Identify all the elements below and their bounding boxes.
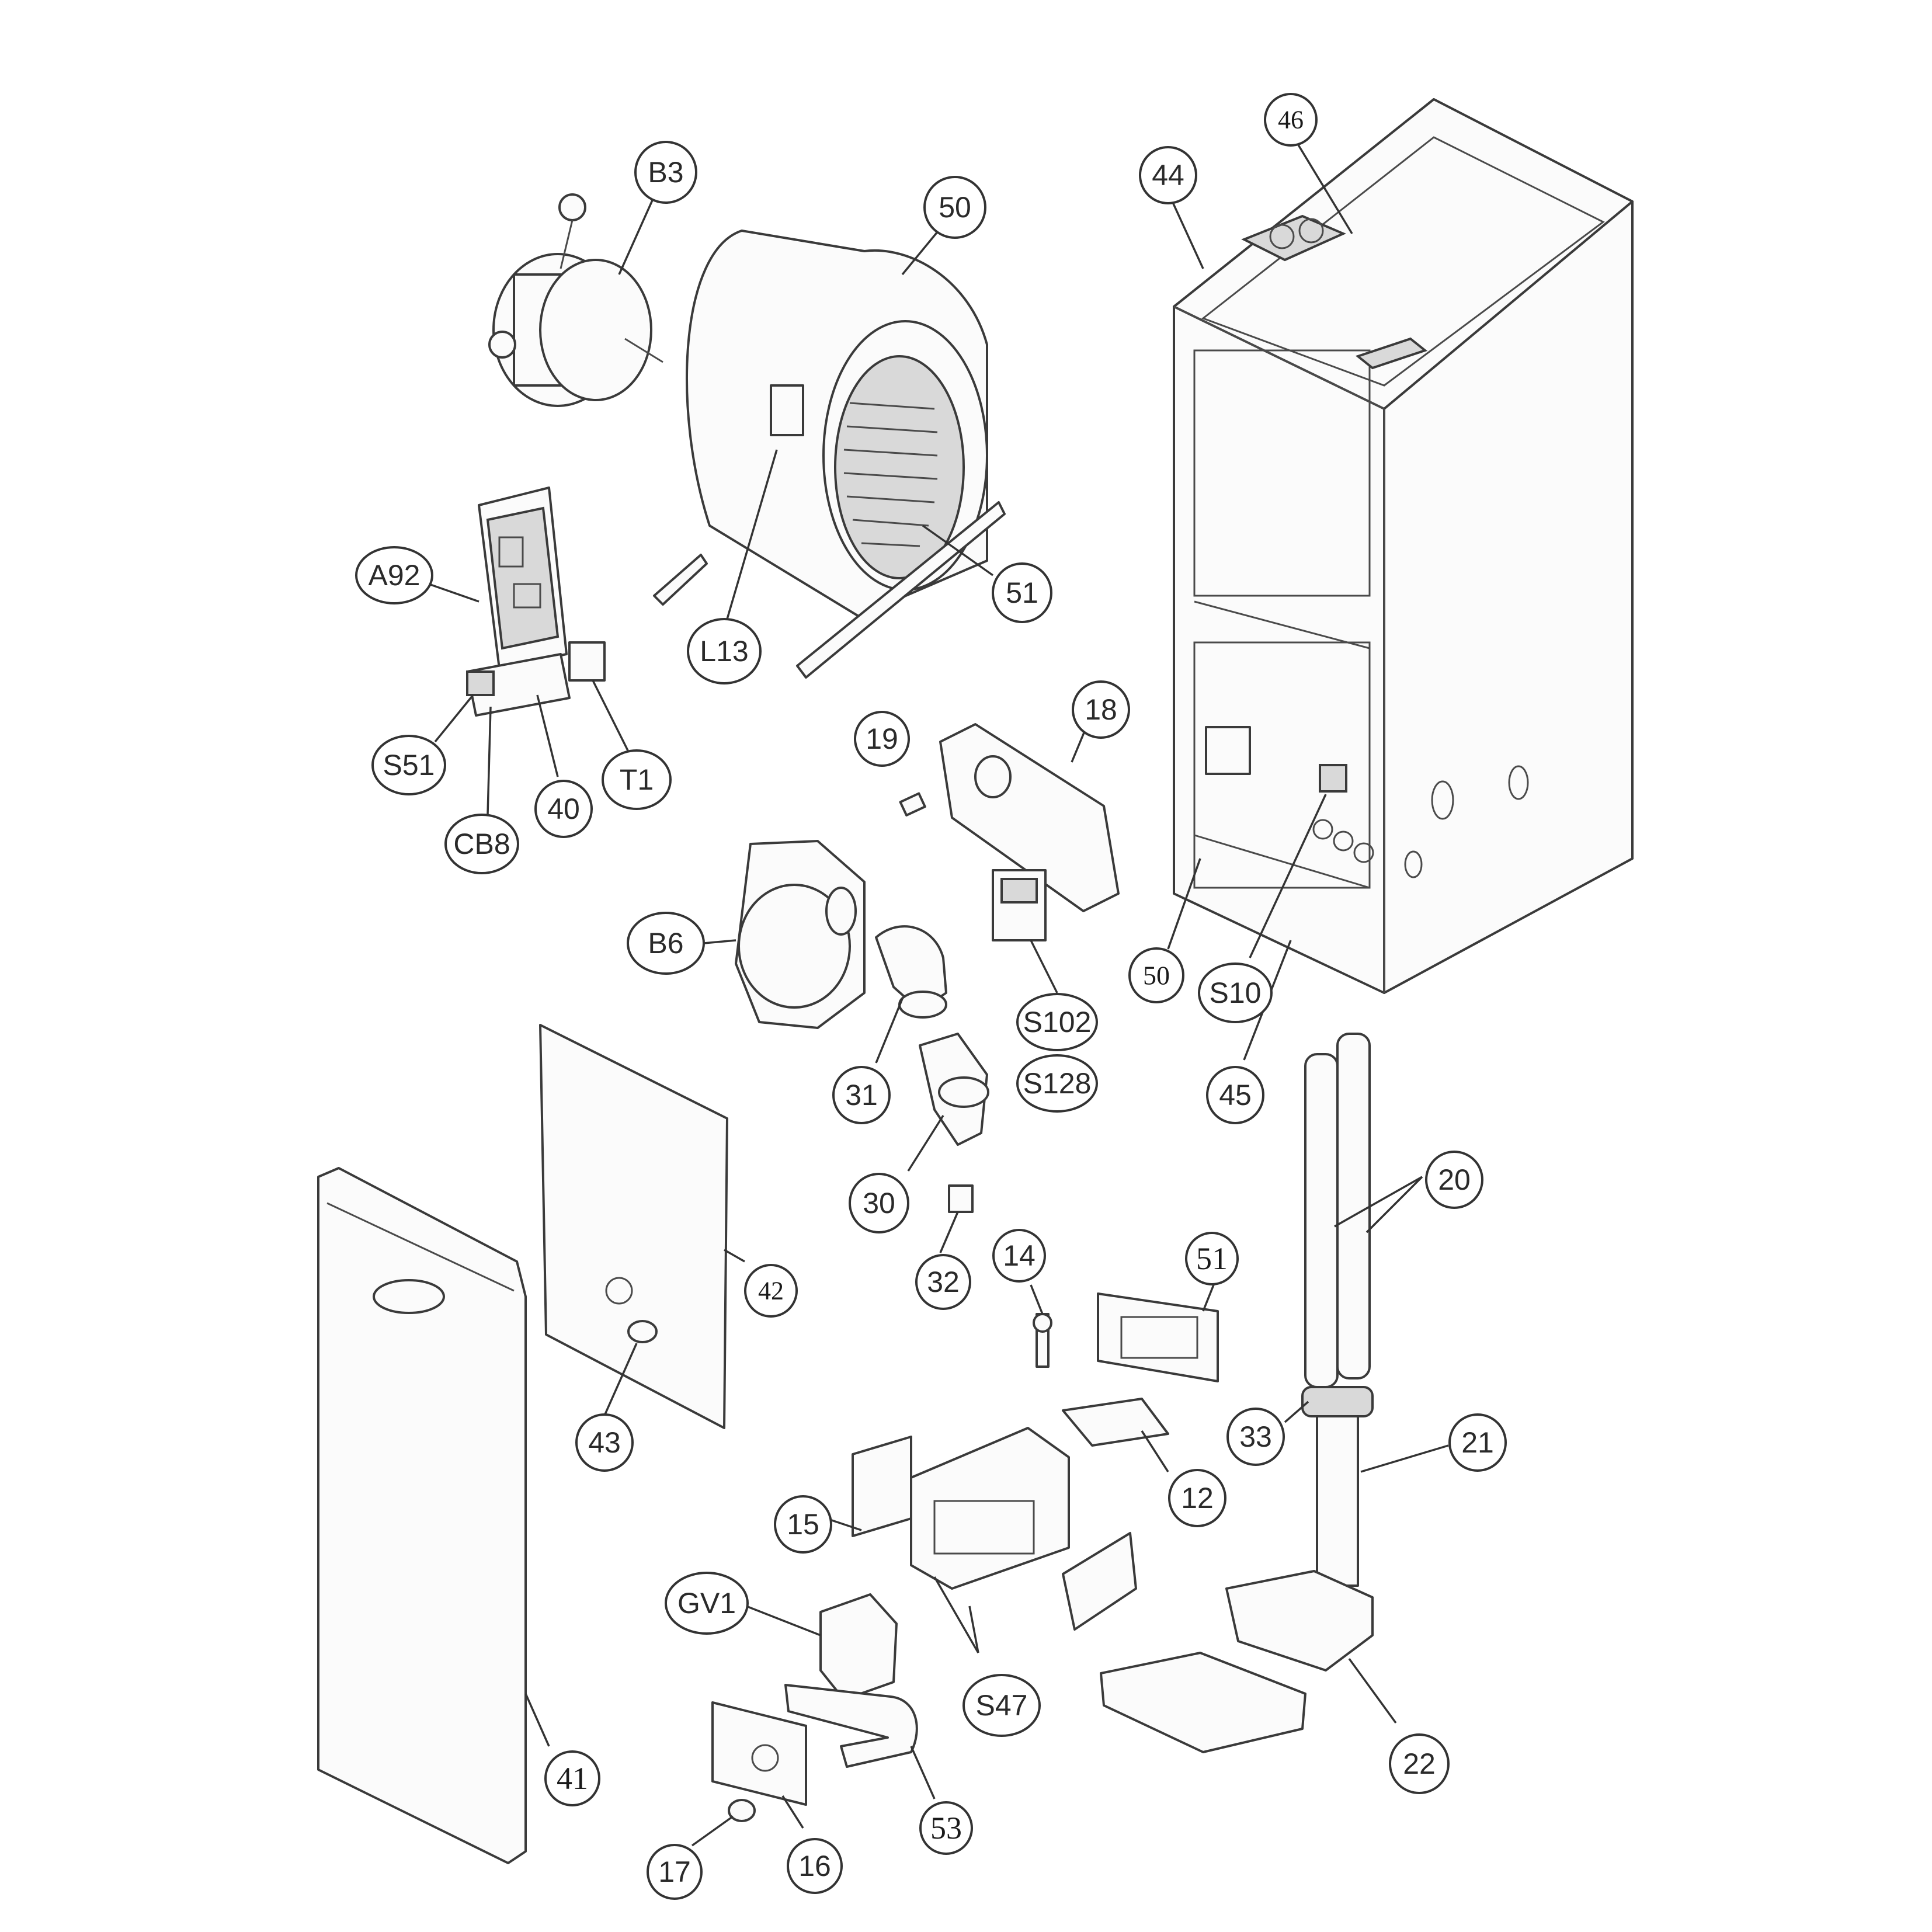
callout-label: S47 — [976, 1689, 1028, 1722]
callout-label: 50 — [939, 191, 971, 224]
callout-cb8: CB8 — [444, 814, 519, 874]
blower-motor — [488, 193, 663, 407]
callout-label: 46 — [1278, 106, 1304, 134]
callout-label: GV1 — [677, 1587, 736, 1620]
callout-33: 33 — [1226, 1408, 1285, 1466]
callout-label: CB8 — [453, 828, 510, 860]
callout-a92: A92 — [355, 546, 433, 604]
callout-label: B6 — [648, 927, 683, 960]
callout-41: 41 — [544, 1750, 600, 1806]
callout-b3: B3 — [634, 141, 697, 204]
callout-label: 32 — [927, 1266, 960, 1298]
front-door — [317, 1167, 527, 1864]
callout-l13: L13 — [687, 618, 762, 684]
callout-label: 40 — [547, 793, 580, 825]
callout-label: 42 — [758, 1277, 784, 1305]
callout-40: 40 — [534, 780, 593, 838]
callout-50-cabinet: 50 — [1128, 947, 1184, 1003]
burner-assembly — [852, 1292, 1219, 1631]
plug-19 — [899, 792, 926, 816]
callouts: B3 50 44 46 A92 51 L13 S51 CB8 40 T1 19 … — [355, 93, 1507, 1900]
pressure-switches — [992, 869, 1047, 941]
callout-label: 14 — [1003, 1239, 1036, 1272]
callout-t1: T1 — [602, 749, 672, 810]
callout-label: 19 — [866, 722, 898, 755]
callout-s102: S102 — [1016, 993, 1098, 1051]
callout-label: 18 — [1085, 693, 1117, 726]
callout-s51: S51 — [371, 735, 446, 795]
callout-53: 53 — [919, 1801, 973, 1855]
callout-label: 33 — [1239, 1420, 1272, 1453]
callout-label: 31 — [845, 1079, 878, 1111]
callout-label: S102 — [1023, 1006, 1092, 1038]
condensate-trap — [919, 1033, 989, 1146]
inner-door-panel — [539, 1024, 728, 1429]
callout-label: 44 — [1152, 159, 1184, 192]
callout-21: 21 — [1448, 1413, 1507, 1472]
callout-12: 12 — [1168, 1469, 1226, 1527]
callout-43: 43 — [575, 1413, 634, 1472]
gasket-17 — [728, 1799, 756, 1822]
callout-32: 32 — [915, 1254, 971, 1310]
callout-label: 41 — [557, 1761, 588, 1796]
drain-plug — [948, 1184, 974, 1213]
callout-label: 30 — [863, 1187, 895, 1219]
control-board — [466, 487, 606, 717]
callout-31: 31 — [832, 1066, 891, 1124]
orifice-plate — [711, 1701, 807, 1806]
callout-18: 18 — [1072, 680, 1130, 739]
callout-label: 16 — [798, 1850, 831, 1882]
blower-wheel — [843, 402, 938, 547]
callout-label: B3 — [648, 156, 683, 189]
callout-label: S128 — [1023, 1067, 1092, 1100]
callout-label: 22 — [1403, 1747, 1436, 1780]
callout-label: 45 — [1219, 1079, 1252, 1111]
callout-label: 20 — [1438, 1163, 1471, 1196]
callout-label: 12 — [1181, 1482, 1214, 1514]
callout-30: 30 — [849, 1173, 909, 1233]
callout-s10: S10 — [1198, 962, 1273, 1023]
callout-14: 14 — [992, 1229, 1046, 1283]
callout-label: S51 — [383, 749, 435, 781]
callout-s47: S47 — [962, 1674, 1041, 1737]
vent-pipes — [1100, 1033, 1374, 1753]
vent-elbow — [875, 925, 947, 1019]
leader-lines — [420, 137, 1449, 1847]
inducer-motor — [735, 840, 866, 1029]
callout-s128: S128 — [1016, 1054, 1098, 1113]
furnace-cabinet — [1173, 98, 1634, 994]
callout-44: 44 — [1139, 146, 1197, 204]
collector-box — [939, 723, 1120, 912]
callout-label: 15 — [787, 1508, 819, 1541]
callout-46: 46 — [1264, 93, 1318, 147]
callout-label: 21 — [1461, 1426, 1494, 1459]
callout-45: 45 — [1206, 1066, 1264, 1124]
callout-22: 22 — [1389, 1733, 1450, 1794]
callout-label: T1 — [620, 763, 654, 796]
callout-label: 51 — [1006, 576, 1038, 609]
callout-label: 51 — [1196, 1241, 1228, 1276]
callout-51-plate: 51 — [1185, 1232, 1239, 1285]
callout-label: 43 — [588, 1426, 621, 1459]
callout-17: 17 — [647, 1844, 703, 1900]
callout-gv1: GV1 — [665, 1572, 749, 1635]
callout-50-blower: 50 — [923, 176, 986, 239]
callout-label: S10 — [1210, 977, 1262, 1009]
callout-label: 53 — [930, 1811, 962, 1846]
callout-label: 17 — [658, 1855, 691, 1888]
callout-19: 19 — [854, 711, 910, 767]
gas-valve — [784, 1593, 918, 1768]
callout-16: 16 — [787, 1838, 843, 1894]
blower-housing — [653, 230, 1006, 679]
callout-20: 20 — [1425, 1151, 1483, 1209]
callout-label: L13 — [700, 635, 748, 668]
callout-51-wheel: 51 — [992, 562, 1052, 623]
callout-b6: B6 — [627, 912, 705, 975]
callout-label: A92 — [369, 559, 421, 592]
callout-42: 42 — [744, 1264, 798, 1318]
callout-15: 15 — [774, 1495, 832, 1554]
callout-label: 50 — [1143, 961, 1170, 991]
